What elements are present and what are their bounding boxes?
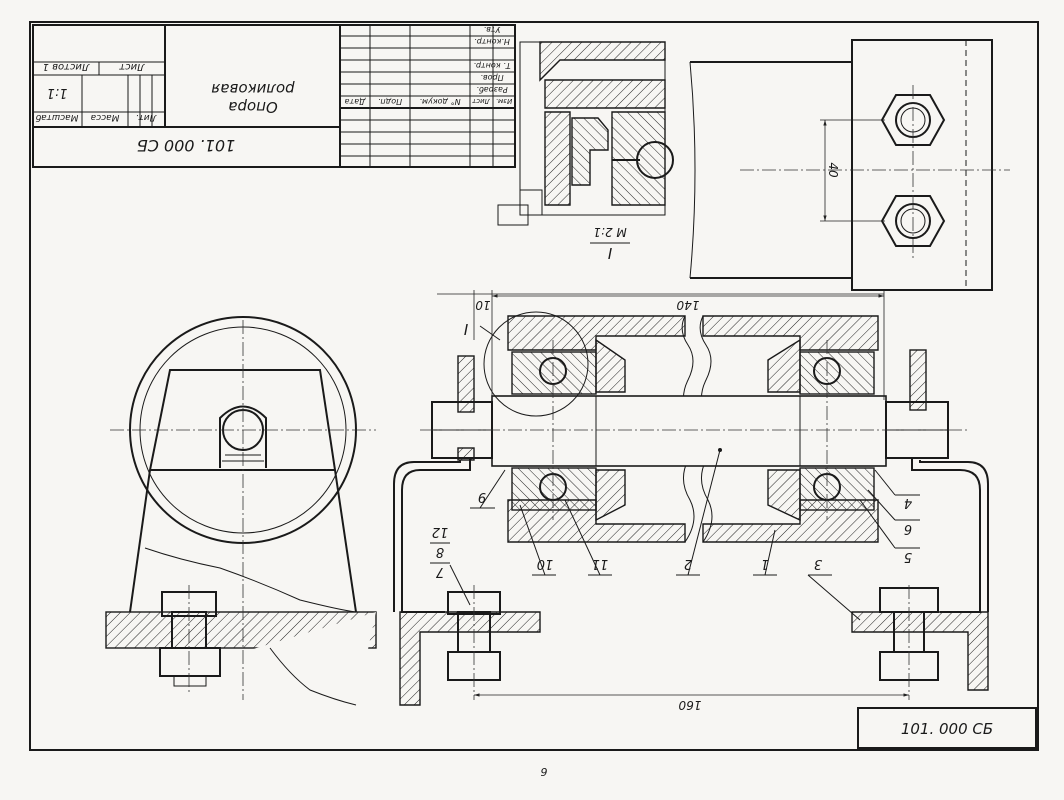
fraction-middle: 8 bbox=[436, 544, 444, 559]
title-block-rev-label-3: N° докум. bbox=[419, 97, 460, 106]
fraction-numerator: 7 bbox=[435, 564, 444, 579]
title-block: 101. 000 СБ Опора роликовая Масштаб Масс… bbox=[32, 24, 516, 168]
title-block-rev-label-4: Подп. bbox=[378, 97, 402, 106]
part-label-4: 4 bbox=[904, 495, 912, 510]
sheet-frame bbox=[29, 21, 1039, 751]
part-label-11: 11 bbox=[592, 556, 609, 571]
dim-left-offset: 10 bbox=[475, 298, 491, 312]
detail-label: I bbox=[607, 244, 612, 262]
title-block-name-line2: роликовая bbox=[211, 80, 295, 98]
part-label-10: 10 bbox=[537, 556, 554, 571]
title-block-designation: 101. 000 СБ bbox=[137, 136, 236, 155]
part-label-6: 6 bbox=[904, 521, 912, 536]
title-block-role-1: Разраб. bbox=[476, 85, 507, 94]
title-block-role-4: Н.контр. bbox=[474, 37, 510, 46]
title-block-sheets: Листов 1 bbox=[43, 61, 91, 72]
front-section: I bbox=[393, 311, 989, 706]
title-block-name-line1: Опора bbox=[228, 98, 278, 116]
title-block-rev-label-5: Дата bbox=[345, 97, 367, 106]
part-callouts: 9 10 11 2 1 3 4 6 5 7 bbox=[430, 448, 920, 621]
title-block-role-2: Пров. bbox=[480, 73, 503, 82]
stamp-block: 101. 000 СБ bbox=[857, 707, 1037, 749]
title-block-col-mass: Масса bbox=[91, 112, 120, 122]
dimensions: 140 10 160 bbox=[437, 290, 909, 712]
title-block-sheet: Лист bbox=[118, 61, 146, 72]
title-block-rev-label-1: Изм. bbox=[496, 97, 512, 105]
title-block-scale-value: 1:1 bbox=[47, 85, 68, 100]
side-view bbox=[105, 316, 377, 706]
title-block-col-lit: Лит. bbox=[136, 112, 158, 122]
part-label-2: 2 bbox=[684, 556, 692, 571]
dim-base-span: 160 bbox=[678, 698, 701, 712]
stamp-designation: 101. 000 СБ bbox=[901, 720, 993, 738]
part-label-9: 9 bbox=[478, 489, 486, 504]
detail-scale: М 2:1 bbox=[593, 225, 626, 239]
fraction-denominator: 12 bbox=[432, 524, 449, 539]
dim-overall-length: 140 bbox=[676, 298, 699, 312]
dim-bolt-spacing: 40 bbox=[826, 162, 840, 178]
part-label-3: 3 bbox=[814, 556, 822, 571]
title-block-col-scale: Масштаб bbox=[35, 112, 78, 122]
detail-callout-label: I bbox=[463, 320, 468, 338]
part-label-1: 1 bbox=[761, 556, 769, 571]
detail-view-I: I М 2:1 bbox=[497, 41, 674, 262]
title-block-rev-label-2: Лист bbox=[471, 97, 491, 105]
title-block-role-5: Утв. bbox=[484, 25, 501, 34]
top-view: 40 bbox=[689, 39, 1010, 291]
title-block-role-3: Т. контр. bbox=[473, 61, 510, 70]
page-number: 9 bbox=[541, 766, 548, 779]
detail-callout-circle bbox=[483, 311, 589, 417]
part-label-5: 5 bbox=[904, 549, 912, 564]
